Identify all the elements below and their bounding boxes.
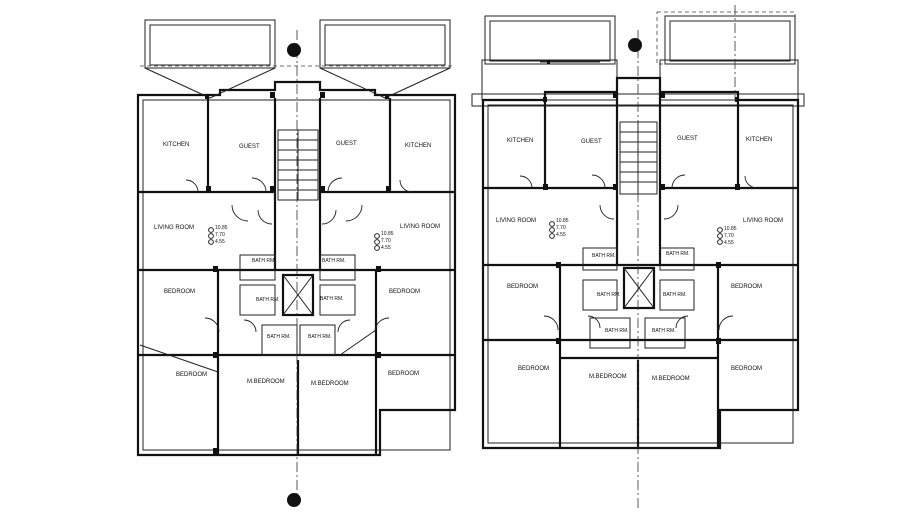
left-bath-box-6 (299, 324, 336, 356)
right-label-mbed-w: M.BEDROOM (589, 374, 627, 380)
left-label-kitchen-e: KITCHEN (405, 143, 431, 149)
right-level-w-1: 10.85 (556, 218, 569, 224)
left-outer-wall (136, 80, 457, 457)
left-bath-box-5 (261, 324, 298, 356)
right-level-marker-east (717, 227, 723, 245)
left-doors (185, 177, 413, 333)
left-label-bed-1: BEDROOM (164, 289, 195, 295)
left-balcony-west (144, 19, 276, 69)
left-label-bed-2: BEDROOM (389, 289, 420, 295)
right-label-bath-3: BATH RM. (597, 292, 621, 298)
left-lift (281, 273, 315, 317)
right-balcony-east (664, 15, 796, 65)
left-label-bed-3: BEDROOM (176, 372, 207, 378)
left-diag-2 (209, 67, 276, 99)
right-label-bath-6: BATH RM. (652, 328, 676, 334)
right-level-e-2: 7.70 (724, 233, 734, 239)
left-level-e-1: 10.85 (381, 231, 394, 237)
right-label-kitchen-w: KITCHEN (507, 138, 533, 144)
right-label-guest-e: GUEST (677, 136, 698, 142)
left-balcony-west-inner (149, 24, 271, 66)
right-level-w-2: 7.70 (556, 225, 566, 231)
left-label-bath-6: BATH RM. (308, 334, 332, 340)
right-balcony-east-dashed (656, 11, 796, 65)
left-label-kitchen-w: KITCHEN (163, 142, 189, 148)
left-label-bath-3: BATH RM. (256, 297, 280, 303)
right-label-bath-5: BATH RM. (605, 328, 629, 334)
left-label-bath-2: BATH RM. (322, 258, 346, 264)
right-inner-wall-line (487, 104, 794, 444)
left-label-bed-4: BEDROOM (388, 371, 419, 377)
left-balcony-east (319, 19, 451, 69)
left-label-bath-1: BATH RM. (252, 258, 276, 264)
right-doors (519, 174, 758, 331)
right-level-marker-west (549, 221, 555, 239)
right-level-e-3: 4.55 (724, 240, 734, 246)
left-level-w-2: 7.70 (215, 232, 225, 238)
right-north-marker-top (628, 38, 642, 52)
right-balcony-east-inner (669, 20, 791, 62)
right-label-bed-4: BEDROOM (731, 366, 762, 372)
left-bath-box-4 (319, 284, 356, 316)
left-north-marker-top (287, 43, 301, 57)
right-bath-box-6 (644, 317, 686, 349)
right-balcony-west-inner (489, 20, 611, 62)
left-diag-3 (319, 67, 386, 99)
left-bath-box-3 (239, 284, 276, 316)
right-label-living-w: LIVING ROOM (496, 218, 536, 224)
left-level-e-3: 4.55 (381, 245, 391, 251)
left-bath-box-1 (239, 254, 276, 281)
left-columns (205, 92, 391, 455)
right-label-bed-1: BEDROOM (507, 284, 538, 290)
right-level-e-1: 10.85 (724, 226, 737, 232)
left-label-living-e: LIVING ROOM (400, 224, 440, 230)
right-label-bath-4: BATH RM. (663, 292, 687, 298)
right-label-bed-2: BEDROOM (731, 284, 762, 290)
left-north-marker-bottom (287, 493, 301, 507)
right-outer-wall (481, 76, 800, 450)
right-stair-treads (620, 122, 657, 194)
right-bath-box-2 (659, 247, 695, 271)
left-diag-6 (339, 329, 377, 356)
right-bath-box-5 (589, 317, 631, 349)
right-lift (622, 266, 656, 310)
left-label-bath-4: BATH RM. (320, 296, 344, 302)
left-level-marker-east (374, 233, 380, 251)
left-label-mbed-e: M.BEDROOM (311, 381, 349, 387)
left-balcony-east-inner (324, 24, 446, 66)
left-level-marker-west (208, 227, 214, 245)
left-label-guest-e: GUEST (336, 141, 357, 147)
left-label-living-w: LIVING ROOM (154, 225, 194, 231)
left-label-bath-5: BATH RM. (267, 334, 291, 340)
right-bath-box-4 (659, 279, 695, 311)
left-diag-4 (384, 67, 451, 99)
left-diag-1 (144, 67, 211, 99)
left-stair-treads (278, 130, 318, 200)
right-bath-box-3 (582, 279, 618, 311)
left-label-mbed-w: M.BEDROOM (247, 379, 285, 385)
left-floor-plan: KITCHEN GUEST GUEST KITCHEN LIVING ROOM … (136, 19, 457, 507)
right-label-guest-w: GUEST (581, 139, 602, 145)
left-level-e-2: 7.70 (381, 238, 391, 244)
right-label-bed-3: BEDROOM (518, 366, 549, 372)
right-level-w-3: 4.55 (556, 232, 566, 238)
left-diag-5 (139, 344, 219, 373)
left-label-guest-w: GUEST (239, 144, 260, 150)
right-floor-plan: KITCHEN GUEST GUEST KITCHEN LIVING ROOM … (471, 5, 805, 510)
right-label-mbed-e: M.BEDROOM (652, 376, 690, 382)
right-label-bath-2: BATH RM. (666, 251, 690, 257)
right-columns (543, 92, 740, 344)
left-inner-wall-line (142, 99, 451, 451)
left-level-w-1: 10.85 (215, 225, 228, 231)
right-bath-box-1 (582, 247, 618, 271)
right-balcony-west (484, 15, 616, 65)
right-label-bath-1: BATH RM. (592, 253, 616, 259)
left-level-w-3: 4.55 (215, 239, 225, 245)
right-label-kitchen-e: KITCHEN (746, 137, 772, 143)
left-bath-box-2 (319, 254, 356, 281)
right-label-living-e: LIVING ROOM (743, 218, 783, 224)
